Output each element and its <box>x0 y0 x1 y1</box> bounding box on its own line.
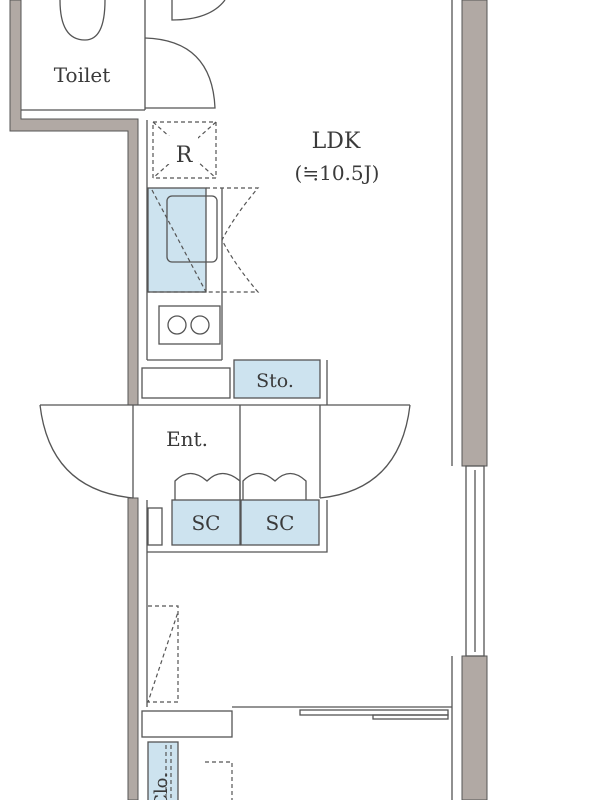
closet <box>147 741 179 800</box>
label-shoe-closet-2: SC <box>265 511 294 535</box>
label-shoe-closet-1: SC <box>191 511 220 535</box>
refrigerator-space <box>152 121 217 179</box>
label-closet: Clo. <box>151 772 172 800</box>
entrance-door-right <box>319 404 411 499</box>
entrance: Ent. SC SC <box>39 404 411 707</box>
room-label-ldk: LDK <box>312 129 361 154</box>
kitchen: R <box>146 120 260 361</box>
walls <box>9 0 488 800</box>
entrance-door-left <box>39 404 134 499</box>
sliding-door <box>299 709 449 716</box>
toilet-room: Toilet <box>21 0 226 111</box>
window <box>465 465 485 657</box>
toilet-door <box>144 37 216 109</box>
stove <box>158 305 221 345</box>
kitchen-sink <box>147 187 207 293</box>
room-label-toilet: Toilet <box>54 63 111 87</box>
room-area-ldk: (≒10.5J) <box>295 161 380 185</box>
label-refrigerator: R <box>176 143 194 168</box>
room-label-entrance: Ent. <box>166 427 208 451</box>
label-storage: Sto. <box>256 370 294 392</box>
lower-area: Clo. <box>141 605 452 800</box>
storage: Sto. <box>141 359 328 405</box>
